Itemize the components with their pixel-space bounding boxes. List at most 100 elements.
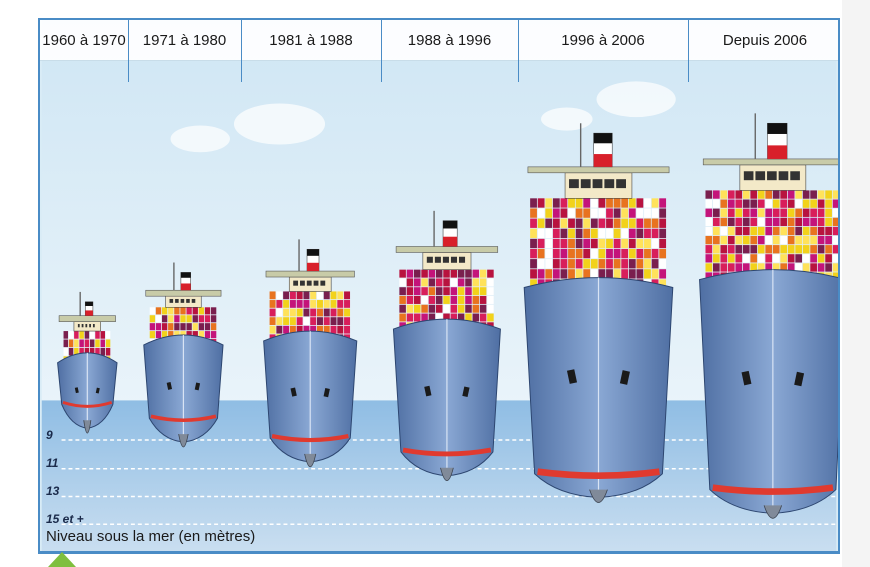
container: [810, 235, 817, 245]
porthole: [323, 388, 330, 398]
period-label-1971-1980: 1971 à 1980: [142, 31, 227, 49]
container: [705, 235, 713, 245]
container: [323, 325, 330, 334]
bridge-wing: [145, 289, 222, 297]
container: [795, 199, 803, 208]
container: [628, 259, 636, 269]
container: [636, 269, 644, 279]
container: [742, 235, 750, 245]
container: [330, 300, 337, 308]
container: [651, 248, 659, 259]
container: [276, 325, 283, 334]
bridge-wing: [395, 246, 499, 253]
container: [583, 248, 591, 259]
container: [636, 208, 644, 218]
container: [560, 259, 568, 269]
bridge-window: [186, 298, 190, 303]
cloud: [596, 81, 676, 118]
container: [198, 323, 205, 331]
container: [817, 217, 825, 227]
container: [659, 269, 667, 279]
funnel-band: [767, 145, 788, 159]
container: [303, 317, 310, 325]
container: [450, 269, 458, 278]
container: [435, 287, 443, 296]
period-divider: [241, 20, 242, 82]
page-margin: [842, 0, 870, 567]
bridge-window: [85, 323, 88, 328]
container: [712, 190, 720, 199]
container: [465, 304, 472, 313]
container: [727, 208, 735, 217]
container: [450, 278, 458, 287]
bridge-wing: [527, 166, 670, 174]
bridge-window: [434, 256, 441, 263]
container: [168, 307, 174, 315]
container: [537, 228, 545, 239]
container: [780, 263, 788, 272]
container: [735, 226, 743, 236]
container: [765, 254, 773, 263]
container: [765, 208, 773, 217]
container: [414, 287, 421, 296]
container: [613, 248, 621, 259]
period-header: 1960 à 1970 1971 à 1980 1981 à 1988 1988…: [40, 20, 838, 82]
container: [296, 300, 303, 308]
container: [750, 254, 758, 263]
container: [810, 190, 817, 199]
container: [79, 339, 84, 348]
container: [575, 269, 583, 279]
waterline-band: [271, 434, 349, 443]
container: [750, 245, 758, 254]
container: [180, 315, 186, 323]
container: [323, 317, 330, 325]
period-label-1981-1988: 1981 à 1988: [269, 31, 353, 49]
container: [530, 259, 537, 269]
container: [180, 307, 186, 315]
container: [161, 323, 168, 331]
container: [636, 198, 644, 208]
container: [487, 304, 494, 313]
period-divider: [381, 20, 382, 82]
container: [530, 208, 537, 218]
container: [742, 226, 750, 236]
container: [330, 308, 337, 317]
container: [628, 248, 636, 259]
container: [79, 347, 84, 356]
container: [757, 217, 765, 227]
container: [323, 308, 330, 317]
container: [583, 228, 591, 239]
container: [192, 315, 198, 323]
corner-triangle-marker: [48, 552, 76, 567]
container: [204, 307, 211, 315]
container: [100, 331, 106, 339]
container: [399, 278, 406, 287]
container: [613, 208, 621, 218]
container: [780, 245, 788, 254]
container: [787, 226, 795, 236]
container: [421, 304, 428, 313]
container: [204, 315, 211, 323]
container: [560, 228, 568, 239]
container: [613, 228, 621, 239]
container: [750, 208, 758, 217]
hull: [699, 269, 838, 514]
container: [428, 313, 436, 322]
container: [210, 307, 217, 315]
container: [435, 269, 443, 278]
container: [795, 217, 803, 227]
container: [487, 269, 494, 278]
container: [465, 313, 472, 322]
container: [545, 218, 553, 228]
container: [727, 235, 735, 245]
container: [421, 313, 428, 322]
bridge-wing: [265, 270, 355, 278]
container: [198, 307, 205, 315]
period-divider: [688, 20, 689, 82]
container: [606, 238, 613, 249]
container: [344, 300, 351, 308]
container: [283, 300, 290, 308]
container: [552, 198, 560, 208]
container: [802, 217, 810, 227]
container: [795, 254, 803, 263]
